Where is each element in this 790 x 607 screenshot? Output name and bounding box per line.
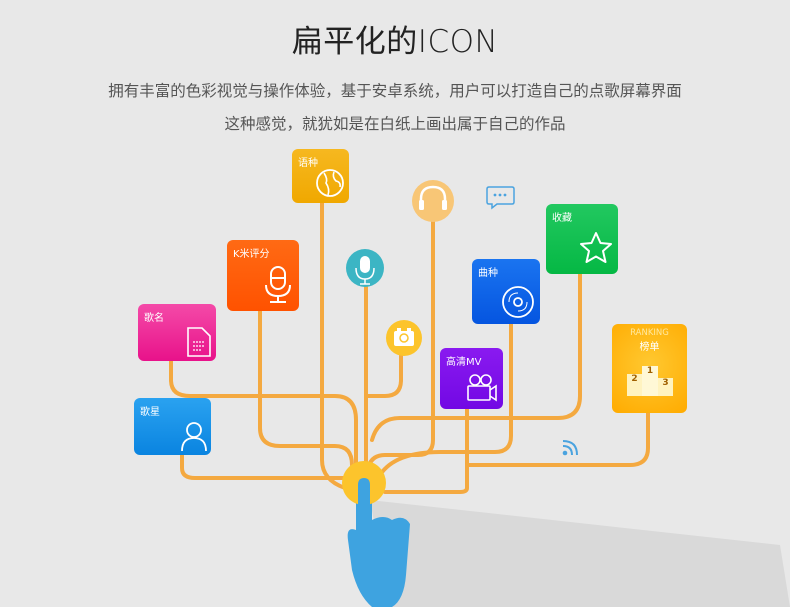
- document-icon: [187, 327, 211, 357]
- branch-mv: [383, 407, 469, 494]
- card-score-label: K米评分: [233, 249, 270, 260]
- card-ranking[interactable]: RANKING 榜单 1 2 3: [612, 324, 687, 413]
- rss-feed-icon[interactable]: [562, 440, 578, 456]
- card-language-label: 语种: [298, 158, 318, 169]
- hand-shadow: [370, 500, 790, 607]
- card-favorite[interactable]: 收藏: [546, 204, 618, 274]
- globe-icon: [316, 169, 344, 197]
- description-line-2: 这种感觉，就犹如是在白纸上画出属于自己的作品: [224, 115, 566, 133]
- podium-icon: 1 2 3: [627, 366, 673, 396]
- card-genre[interactable]: 曲种: [472, 259, 540, 324]
- hand-finger: [358, 478, 370, 505]
- podium-first: 1: [642, 366, 658, 396]
- branch-singer: [180, 453, 347, 480]
- podium-second: 2: [627, 374, 642, 396]
- card-genre-label: 曲种: [478, 268, 498, 279]
- chat-bubble-icon[interactable]: [486, 186, 515, 210]
- branch-camera: [366, 354, 403, 398]
- pointing-hand-icon: [347, 478, 410, 607]
- disc-icon: [502, 286, 534, 318]
- video-camera-icon: [467, 374, 497, 402]
- star-icon: [580, 232, 612, 263]
- description-line-1: 拥有丰富的色彩视觉与操作体验，基于安卓系统，用户可以打造自己的点歌屏幕界面: [108, 82, 682, 100]
- ranking-label: 榜单: [639, 342, 660, 353]
- user-icon: [181, 422, 207, 452]
- page-title: 扁平化的ICON: [291, 24, 499, 60]
- microphone-icon: [265, 266, 291, 303]
- card-favorite-label: 收藏: [552, 213, 572, 224]
- branch-song-name: [169, 359, 358, 472]
- card-singer[interactable]: 歌星: [134, 398, 211, 455]
- card-song-name-label: 歌名: [144, 313, 164, 324]
- card-mv[interactable]: 高清MV: [440, 348, 503, 409]
- camera-circle-icon[interactable]: [386, 320, 422, 356]
- branch-score: [258, 309, 354, 467]
- card-singer-label: 歌星: [140, 407, 160, 418]
- microphone-circle-icon[interactable]: [346, 249, 384, 287]
- card-language[interactable]: 语种: [292, 149, 349, 203]
- card-mv-label: 高清MV: [446, 357, 482, 368]
- card-song-name[interactable]: 歌名: [138, 304, 216, 361]
- branch-favorite: [370, 272, 582, 442]
- card-score[interactable]: K米评分: [227, 240, 299, 311]
- branch-lines: [169, 201, 650, 494]
- podium-third: 3: [658, 378, 673, 396]
- branch-ranking: [465, 410, 650, 467]
- ranking-label-en: RANKING: [630, 328, 669, 338]
- headphones-circle-icon[interactable]: [412, 180, 454, 222]
- branch-language: [320, 201, 347, 490]
